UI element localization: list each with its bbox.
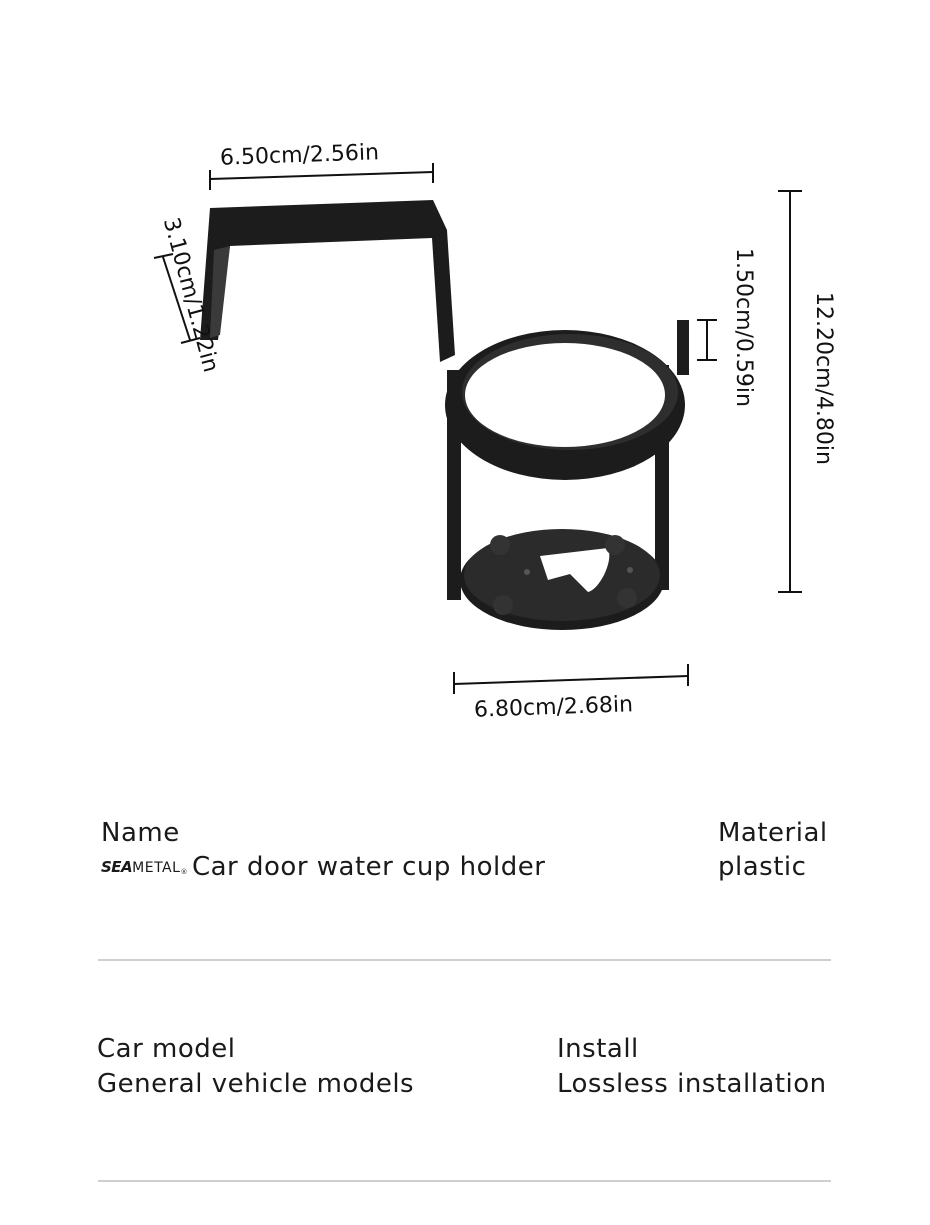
top-ring (445, 330, 685, 480)
material-value: plastic (718, 852, 807, 882)
name-value: Car door water cup holder (191, 852, 546, 882)
divider (98, 959, 831, 961)
material-label: Material (718, 818, 828, 848)
product-image (153, 163, 802, 694)
install-value: Lossless installation (557, 1069, 827, 1099)
name-value-row: SEA METAL ® Car door water cup holder (101, 852, 545, 882)
hook-part (200, 200, 455, 362)
divider (98, 1180, 831, 1182)
name-label: Name (101, 818, 180, 848)
car-model-value: General vehicle models (97, 1069, 415, 1099)
brand-logo: SEA METAL ® (101, 858, 188, 876)
dimension-lines (153, 163, 802, 694)
car-model-label: Car model (97, 1034, 236, 1064)
dim-total-height: 12.20cm/4.80in (811, 292, 836, 465)
base-plate (460, 529, 664, 630)
dim-clip-height: 1.50cm/0.59in (731, 248, 756, 407)
install-label: Install (557, 1034, 639, 1064)
